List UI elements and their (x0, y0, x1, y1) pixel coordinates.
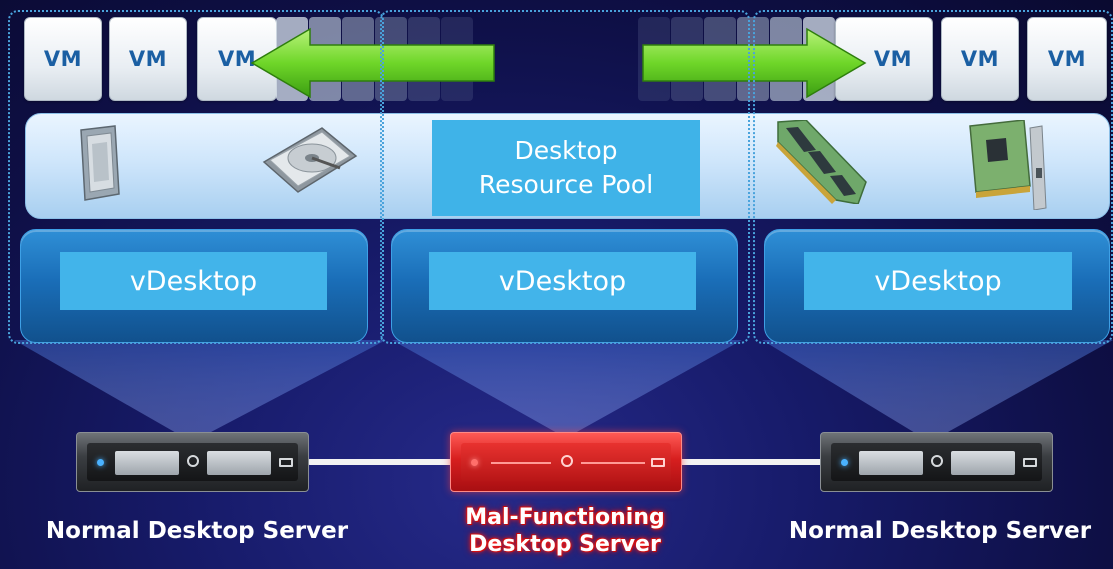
beam-left (14, 340, 386, 442)
vm-tile: VM (941, 17, 1019, 101)
vm-tile: VM (109, 17, 187, 101)
resource-pool-label-line1: Desktop (514, 136, 618, 165)
server-group-outline-right (753, 10, 1113, 344)
resource-pool-label-line2: Resource Pool (478, 170, 654, 199)
beam-middle (392, 340, 742, 438)
beam-right (762, 340, 1113, 442)
vdesktop-label-left: vDesktop (60, 252, 327, 310)
power-button-icon (561, 455, 573, 467)
power-button-icon (187, 455, 199, 467)
power-led-icon (841, 459, 848, 466)
server-caption-middle: Mal-Functioning Desktop Server (420, 504, 710, 558)
server-group-outline-left (8, 10, 384, 344)
server-caption-middle-line2: Desktop Server (469, 532, 661, 557)
vdesktop-label-middle: vDesktop (429, 252, 696, 310)
resource-pool-label: Desktop Resource Pool (432, 120, 700, 216)
drive-bay (859, 451, 923, 475)
network-card-icon (969, 120, 1047, 210)
drive-bay (207, 451, 271, 475)
server-caption-right: Normal Desktop Server (788, 518, 1092, 544)
server-right-normal (820, 432, 1053, 492)
power-led-icon (471, 459, 478, 466)
power-button-icon (931, 455, 943, 467)
port-icon (651, 458, 665, 467)
migrate-left-arrow-icon (250, 27, 495, 99)
hard-disk-icon (262, 127, 358, 193)
vm-tile: VM (1027, 17, 1107, 101)
ram-module-icon (776, 120, 867, 204)
port-icon (1023, 458, 1037, 467)
server-caption-left: Normal Desktop Server (45, 518, 349, 544)
server-left-normal (76, 432, 309, 492)
server-group-outline-middle (380, 10, 750, 344)
drive-bay (115, 451, 179, 475)
server-link-right (680, 459, 824, 465)
port-icon (279, 458, 293, 467)
cpu-chip-icon (80, 125, 120, 201)
vdesktop-label-right: vDesktop (804, 252, 1072, 310)
server-caption-middle-line1: Mal-Functioning (465, 505, 665, 530)
server-middle-malfunctioning (450, 432, 682, 492)
drive-bay (951, 451, 1015, 475)
vm-tile-migrating: VM (835, 17, 933, 101)
server-link-left (308, 459, 454, 465)
vm-tile: VM (24, 17, 102, 101)
power-led-icon (97, 459, 104, 466)
